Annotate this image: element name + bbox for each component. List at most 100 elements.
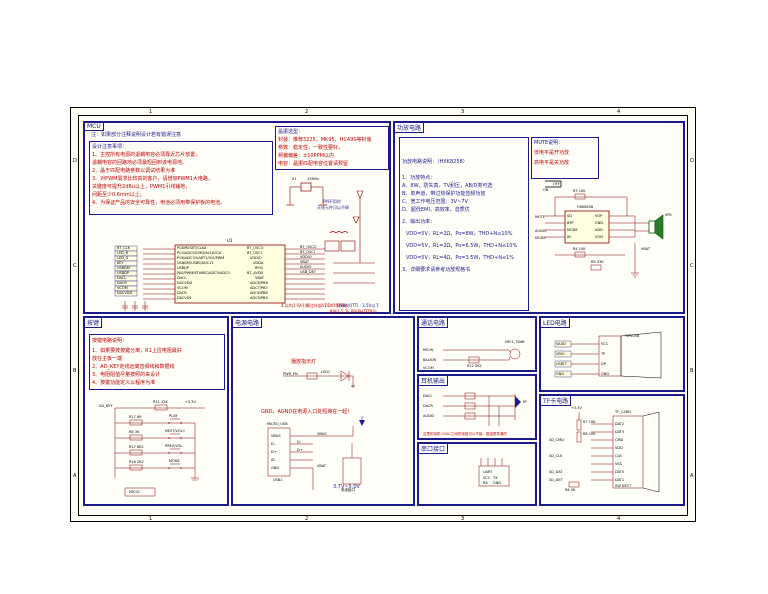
- earphone-circuit-drawing: [443, 392, 521, 426]
- tf-pin-label: CMD: [615, 438, 624, 442]
- key-notes: 按键电路说明： 1、如果要按按键分离，R1上拉电阻最好 放在主板一端 2、AD_…: [89, 334, 225, 390]
- zone-letter-left: B: [73, 368, 77, 374]
- mcu-note-line: 3、对PWM需求比较高的客户，请增加PWM1大电路，: [92, 176, 213, 182]
- chip-pin-label: DACVDD: [177, 281, 193, 285]
- tf-signal-label: SD_CMD: [549, 438, 564, 442]
- chip-pin-label: VDDA: [253, 261, 264, 265]
- amp-signal-label: MODE: [535, 236, 546, 240]
- rf-note-2: 天线元件可以不焊: [317, 205, 349, 210]
- led-net-label: VAUD: [556, 342, 566, 346]
- amp-pin-label: GND: [595, 221, 604, 225]
- mcu-note-line: 1、主控所有电源的退耦电容必须靠近芯片放置，: [92, 152, 201, 158]
- tf-signal-label: SD_DAT: [549, 470, 563, 474]
- crystal-notes: 晶振选型： 封装：推荐3225，MK95、HC49S等封装 参数：稳定性，一致性…: [275, 126, 389, 170]
- key-resistor-label: R8 3K: [129, 430, 140, 434]
- amp-pin-label: VDD: [595, 228, 603, 232]
- power-signal-label: D-: [297, 440, 301, 444]
- tf-pin-label: DAT0: [615, 470, 625, 474]
- amp-signal-label: AUDIO: [535, 229, 547, 233]
- chip-pin-label: USBDM/USB0/ADC11: [177, 261, 214, 265]
- tf-pin-label: DAT3: [615, 430, 625, 434]
- tf-resistor-label: R6 0K: [565, 488, 576, 492]
- led-pin-label: DP: [601, 362, 606, 366]
- mcu-net-label: AUDIO: [300, 265, 312, 269]
- amplifier-output-line: VDD=5V，RL=2Ω，Po=8W，THD+N≤10%: [406, 231, 513, 237]
- amp-pin-label: IN: [567, 235, 571, 239]
- mcu-net-label: LED_R: [117, 251, 129, 255]
- chip-pin-label: DACR: [177, 291, 187, 295]
- led-net-label: VBIO: [556, 352, 565, 356]
- key-note-line: 2、AD_KEY走线远离音频线和数据线: [92, 364, 175, 370]
- chip-pin-label: RFIO: [255, 266, 264, 270]
- key-switch-label: PLAY: [169, 414, 178, 418]
- usb-pin-label: ID: [271, 458, 275, 462]
- earphone-signal-label: AUDIO: [423, 414, 435, 418]
- mic-panel: 通话电路 MIC1_30dB MICIN BACKIN VCOM R12 0K2: [417, 316, 537, 372]
- tf-vcc-label: +3.3V: [571, 406, 582, 410]
- crystal-ref: X1: [292, 177, 297, 181]
- key-panel-title: 按键: [85, 318, 103, 328]
- zone-number-bottom: 1: [149, 516, 153, 522]
- earphone-panel-title: 耳机输出: [419, 376, 449, 386]
- chip-pin-label: BT_OSCI: [247, 251, 262, 255]
- led-panel-title: LED电路: [541, 318, 570, 328]
- zone-letter-left: A: [73, 473, 77, 479]
- chip-pin-label: ADC7/PB7: [250, 286, 268, 290]
- key-net-label: AD_KEY: [99, 404, 113, 408]
- amp-resistor-label: R4 10K: [573, 247, 586, 251]
- mcu-net-label: VCOM: [117, 286, 128, 290]
- key-mic-label: MIC01: [129, 490, 140, 494]
- mcu-net-label: USB_DET: [300, 270, 316, 274]
- mcu-net-label: VDDIO: [300, 255, 312, 259]
- schematic-sheet: 1 2 3 4 1 2 3 4 D C B A D C B A MCU 注：如果…: [70, 107, 696, 522]
- zone-letter-right: B: [690, 368, 694, 374]
- mcu-design-notes: 设计注意事项： 1、主控所有电源的退耦电容必须靠近芯片放置， 退耦电容的回路地必…: [89, 141, 273, 215]
- chip-pin-label: ADC8/PB8: [250, 291, 268, 295]
- amp-pin-label: VOP: [595, 214, 603, 218]
- usb-pin-label: GND: [271, 466, 280, 470]
- speaker-ref: SPK: [665, 213, 672, 217]
- led-net-label: GND: [556, 372, 565, 376]
- zone-number-top: 1: [149, 109, 153, 115]
- chip-pin-label: PC6/ADC3/UART1/ICA/PWM: [177, 256, 225, 260]
- amp-resistor-label: R5 33K: [591, 260, 604, 264]
- chip-pin-label: PC8/RESET/CLKA: [177, 246, 207, 250]
- amplifier-note-line: B、单声道，带过热保护功能音频功放: [402, 191, 486, 197]
- uart-pin-label: TX: [493, 476, 498, 480]
- zone-letter-right: D: [690, 158, 694, 164]
- mcu-net-label: BT_OSCO: [300, 245, 317, 249]
- zone-number-top: 4: [617, 109, 621, 115]
- crystal-note-line: 电容：晶振匹配电容位置请预留: [278, 161, 349, 167]
- tf-resistor-label: R7 10K: [583, 420, 596, 424]
- key-resistor-label: R17 8K2: [129, 445, 144, 449]
- uart-pin-label: VCC: [483, 476, 491, 480]
- mic-circuit-drawing: [443, 348, 521, 364]
- crystal-frequency: 12MHz: [307, 177, 319, 181]
- amp-pin-label: SD: [567, 214, 572, 218]
- amplifier-note-line: 1、功放特点：: [402, 175, 436, 181]
- key-circuit-drawing: [114, 404, 205, 497]
- mute-state-off: OFF: [553, 182, 560, 186]
- chip-pin-label: BT_OSCO: [247, 246, 264, 250]
- battery-voltage-note: 3.7V~5.0V: [333, 484, 360, 490]
- amplifier-panel-title: 功放电路: [395, 123, 425, 133]
- key-vcc-label: +3.3V: [185, 400, 196, 404]
- power-panel: 电源电路 播放指示灯 GND、AGND在电源入口处短接在一起! 3.7V~5.0…: [231, 316, 415, 506]
- mcu-net-label: VBAT: [300, 260, 310, 264]
- amp-pin-label: VON: [595, 235, 603, 239]
- power-signal-label: VBAT: [317, 464, 327, 468]
- key-note-line: 3、电阻阻值尽量按照的来设计: [92, 372, 161, 378]
- zone-number-top: 3: [461, 109, 465, 115]
- zone-letter-right: A: [690, 473, 694, 479]
- key-resistor-label: R16 0K2: [129, 460, 144, 464]
- led-indicator-title: 播放指示灯: [291, 359, 317, 365]
- svg-text:U1: U1: [227, 238, 233, 243]
- earphone-signal-label: DACR: [423, 404, 433, 408]
- mcu-panel: MCU 注：如果部分注释说明设计若有错误注意 设计注意事项： 1、主控所有电源的…: [83, 121, 391, 314]
- tf-pin-label: DAT2: [615, 422, 625, 426]
- mcu-bottom-note: 4.以内1.5A引脚过外部VDDIO等供电: [281, 303, 348, 308]
- mcu-bottom-note-2: 晶振1:5.2k,PB(PH.DTRS): [329, 309, 377, 314]
- power-panel-title: 电源电路: [233, 318, 263, 328]
- mute-state-on: ON: [543, 188, 549, 192]
- led-pin-label: TP: [601, 352, 606, 356]
